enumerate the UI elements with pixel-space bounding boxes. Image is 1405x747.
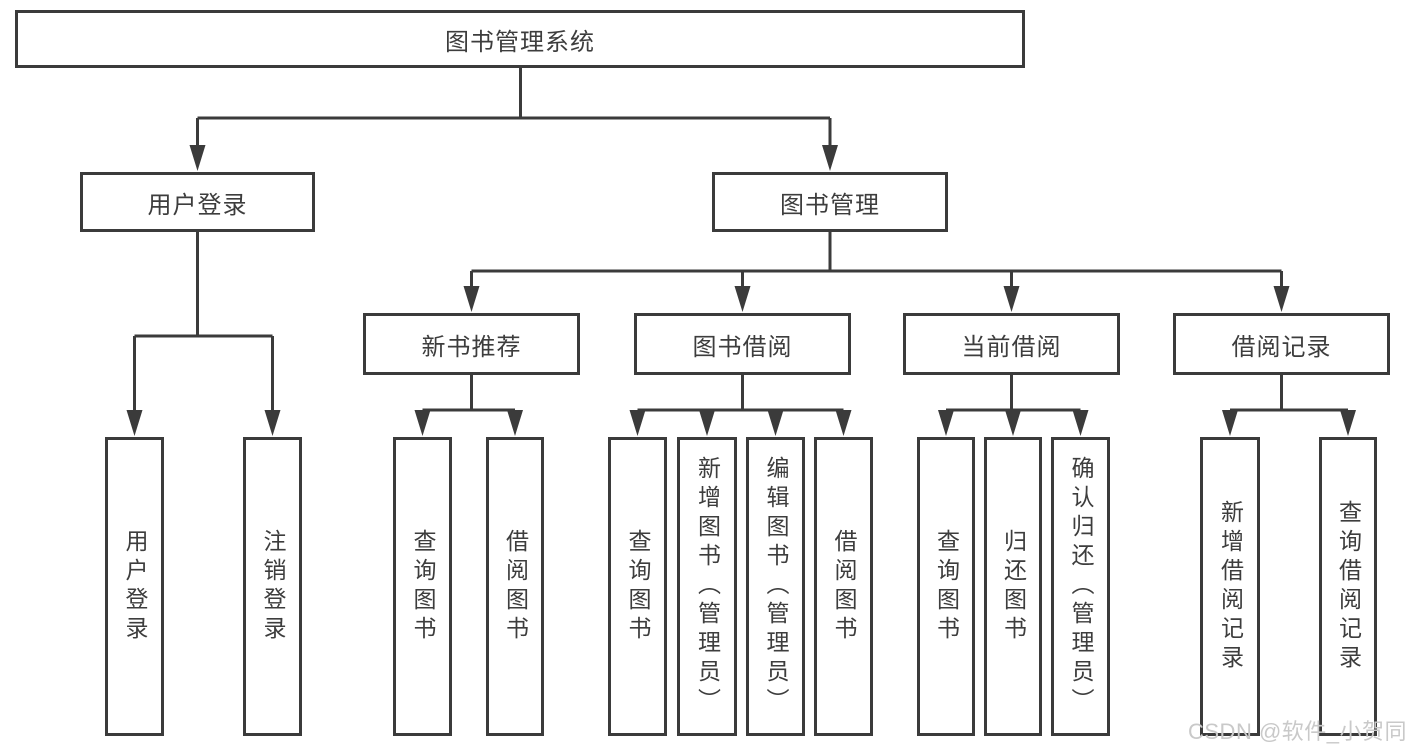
arrowheads <box>126 145 1356 436</box>
leaf-add-books-admin: 新增图书（管理员） <box>677 437 737 736</box>
leaf-query-books-borrowing: 查询图书 <box>608 437 667 736</box>
leaf-query-books-recommend: 查询图书 <box>393 437 452 736</box>
node-book-borrowing: 图书借阅 <box>634 313 851 375</box>
node-library-management-system: 图书管理系统 <box>15 10 1025 68</box>
node-current-borrowing: 当前借阅 <box>903 313 1120 375</box>
leaf-confirm-return-admin: 确认归还（管理员） <box>1051 437 1110 736</box>
leaf-query-books-current: 查询图书 <box>917 437 975 736</box>
node-borrowing-records: 借阅记录 <box>1173 313 1390 375</box>
node-user-login: 用户登录 <box>80 172 315 232</box>
node-book-management: 图书管理 <box>712 172 948 232</box>
leaf-logout-login: 注销登录 <box>243 437 302 736</box>
leaf-edit-books-admin: 编辑图书（管理员） <box>746 437 805 736</box>
leaf-borrow-books-borrowing: 借阅图书 <box>814 437 873 736</box>
leaf-borrow-books-recommend: 借阅图书 <box>486 437 544 736</box>
node-new-book-recommendation: 新书推荐 <box>363 313 580 375</box>
leaf-return-books: 归还图书 <box>984 437 1042 736</box>
leaf-user-login: 用户登录 <box>105 437 164 736</box>
leaf-query-borrow-record: 查询借阅记录 <box>1319 437 1377 736</box>
leaf-add-borrow-record: 新增借阅记录 <box>1200 437 1260 736</box>
csdn-watermark: CSDN @软件_小贺同学 <box>1188 719 1405 744</box>
